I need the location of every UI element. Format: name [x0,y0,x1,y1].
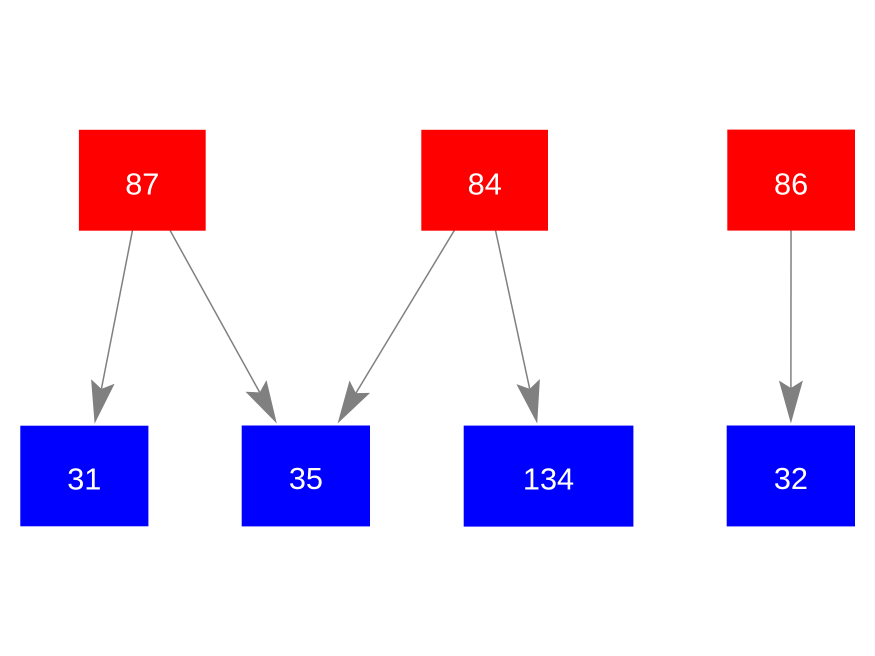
svg-text:86: 86 [774,166,808,201]
svg-text:32: 32 [774,461,808,496]
svg-text:87: 87 [125,166,159,201]
svg-text:84: 84 [468,166,502,201]
svg-text:31: 31 [67,461,101,496]
svg-text:134: 134 [523,461,574,496]
svg-text:35: 35 [289,461,323,496]
